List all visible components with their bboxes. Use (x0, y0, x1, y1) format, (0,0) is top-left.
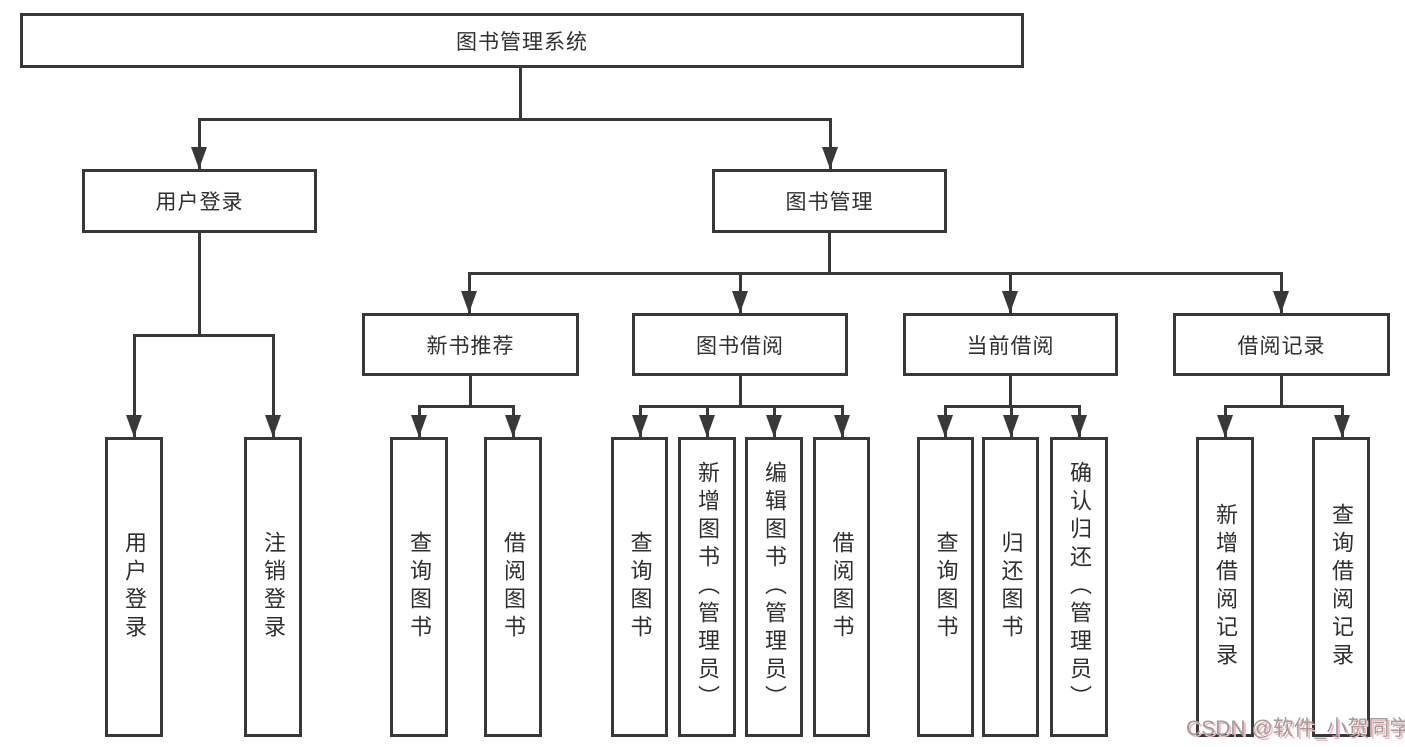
node-book-borrow: 图书借阅 (632, 313, 848, 376)
connector-branch (133, 334, 275, 337)
leaf-newbook-borrow-book-label: 借阅图书 (501, 531, 526, 643)
node-current-borrow: 当前借阅 (903, 313, 1118, 376)
node-borrow-record-label: 借阅记录 (1237, 334, 1326, 358)
leaf-borrow-query-book: 查询图书 (611, 437, 668, 737)
leaf-newbook-borrow-book: 借阅图书 (484, 437, 542, 737)
connector-stem (469, 376, 472, 407)
arrowhead-down (699, 415, 715, 437)
connector-stem (739, 376, 742, 407)
leaf-current-return-book-label: 归还图书 (998, 531, 1024, 643)
leaf-record-query: 查询借阅记录 (1312, 437, 1370, 737)
arrowhead-down (191, 147, 207, 169)
leaf-borrow-edit-book-admin-label: 编辑图书（管理员） (762, 461, 787, 713)
leaf-user-login-label: 用户登录 (122, 531, 147, 643)
arrowhead-down (937, 415, 953, 437)
arrowhead-down (822, 147, 838, 169)
arrowhead-down (1217, 415, 1233, 437)
arrowhead-down (1071, 415, 1087, 437)
connector-stem (519, 68, 522, 120)
connector-stem (198, 233, 201, 336)
node-current-borrow-label: 当前借阅 (966, 334, 1055, 358)
arrowhead-down (1334, 415, 1350, 437)
leaf-newbook-query-book: 查询图书 (390, 437, 448, 737)
connector-branch (198, 118, 832, 121)
node-borrow-record: 借阅记录 (1173, 313, 1390, 376)
leaf-current-return-book: 归还图书 (982, 437, 1039, 737)
leaf-borrow-query-book-label: 查询图书 (627, 531, 653, 643)
leaf-record-query-label: 查询借阅记录 (1329, 503, 1354, 671)
arrowhead-down (411, 415, 427, 437)
leaf-logout-label: 注销登录 (261, 531, 286, 643)
arrowhead-down (632, 415, 648, 437)
arrowhead-down (1003, 415, 1019, 437)
leaf-current-confirm-return-admin: 确认归还（管理员） (1050, 437, 1108, 737)
leaf-record-add: 新增借阅记录 (1196, 437, 1254, 737)
leaf-logout: 注销登录 (244, 437, 302, 737)
connector-stem (1009, 376, 1012, 407)
leaf-borrow-borrow-book: 借阅图书 (813, 437, 870, 737)
connector-stem (272, 336, 275, 437)
connector-branch (944, 405, 1081, 408)
node-user-login: 用户登录 (82, 169, 317, 233)
connector-stem (198, 120, 201, 169)
node-new-book-recommend-label: 新书推荐 (426, 334, 515, 358)
arrowhead-down (1002, 291, 1018, 313)
connector-stem (828, 233, 831, 274)
arrowhead-down (461, 291, 477, 313)
node-book-management: 图书管理 (712, 169, 947, 233)
connector-stem (133, 336, 136, 437)
node-root-label: 图书管理系统 (456, 30, 588, 54)
arrowhead-down (1273, 291, 1289, 313)
arrowhead-down (505, 415, 521, 437)
leaf-borrow-add-book-admin-label: 新增图书（管理员） (695, 461, 720, 713)
connector-stem (829, 120, 832, 169)
leaf-borrow-borrow-book-label: 借阅图书 (829, 531, 855, 643)
connector-branch (1224, 405, 1344, 408)
connector-branch (639, 405, 844, 408)
leaf-current-query-book: 查询图书 (917, 437, 974, 737)
arrowhead-down (834, 415, 850, 437)
node-new-book-recommend: 新书推荐 (362, 313, 579, 376)
leaf-borrow-edit-book-admin: 编辑图书（管理员） (745, 437, 803, 737)
arrowhead-down (126, 415, 142, 437)
arrowhead-down (732, 291, 748, 313)
leaf-newbook-query-book-label: 查询图书 (407, 531, 432, 643)
leaf-borrow-add-book-admin: 新增图书（管理员） (678, 437, 736, 737)
arrowhead-down (766, 415, 782, 437)
node-user-login-label: 用户登录 (155, 191, 244, 214)
leaf-record-add-label: 新增借阅记录 (1213, 503, 1238, 671)
node-root: 图书管理系统 (20, 13, 1024, 68)
node-book-management-label: 图书管理 (785, 191, 874, 214)
arrowhead-down (265, 415, 281, 437)
connector-branch (468, 272, 1283, 275)
leaf-user-login: 用户登录 (105, 437, 163, 737)
leaf-current-query-book-label: 查询图书 (933, 531, 959, 643)
csdn-watermark: CSDN @软件_小贺同学 (1186, 717, 1405, 740)
connector-branch (418, 405, 515, 408)
connector-stem (1280, 376, 1283, 407)
leaf-current-confirm-return-admin-label: 确认归还（管理员） (1067, 461, 1092, 713)
node-book-borrow-label: 图书借阅 (696, 334, 784, 358)
